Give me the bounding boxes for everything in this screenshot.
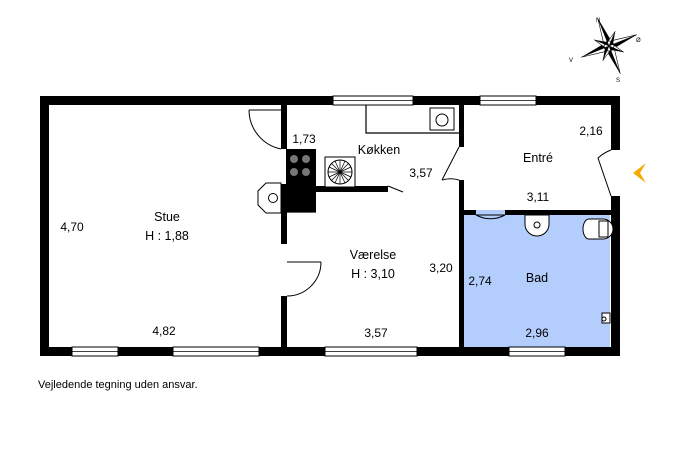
dim-entre-width: 3,11 [527, 190, 550, 204]
stue-name: Stue [154, 210, 180, 224]
dim-vaerelse-width: 3,57 [364, 326, 388, 340]
entrance-door-gap [611, 150, 620, 196]
vaerelse-height: H : 3,10 [351, 267, 395, 281]
dim-kokken-small: 1,73 [292, 132, 316, 146]
bath-fixtures [524, 214, 614, 324]
doors [248, 109, 612, 297]
kitchen-sink [429, 107, 455, 131]
dim-kokken-width: 3,57 [409, 166, 433, 180]
bad-name: Bad [526, 271, 548, 285]
kokken-name: Køkken [358, 143, 400, 157]
chimney-icon [257, 182, 282, 214]
compass-rose-icon: N Ø S V [569, 18, 641, 84]
entrance-arrow-icon [633, 163, 646, 183]
dim-bad-height: 2,74 [468, 274, 492, 288]
compass-s: S [616, 78, 620, 84]
compass-n: N [596, 18, 600, 24]
window-lines [72, 100, 565, 352]
stue-height: H : 1,88 [145, 229, 189, 243]
compass-v: V [569, 58, 573, 64]
entre-name: Entré [523, 151, 553, 165]
stove-icon [290, 155, 310, 176]
disclaimer-text: Vejledende tegning uden ansvar. [38, 379, 198, 391]
dim-stue-height: 4,70 [60, 220, 84, 234]
fan-icon [324, 156, 356, 188]
dim-bad-width: 2,96 [525, 326, 549, 340]
dim-stue-width: 4,82 [152, 324, 176, 338]
compass-o: Ø [636, 38, 641, 44]
vaerelse-name: Værelse [350, 248, 397, 262]
thin-walls [287, 105, 459, 213]
dim-entre-height: 2,16 [579, 124, 603, 138]
dim-vaerelse-height: 3,20 [429, 261, 453, 275]
